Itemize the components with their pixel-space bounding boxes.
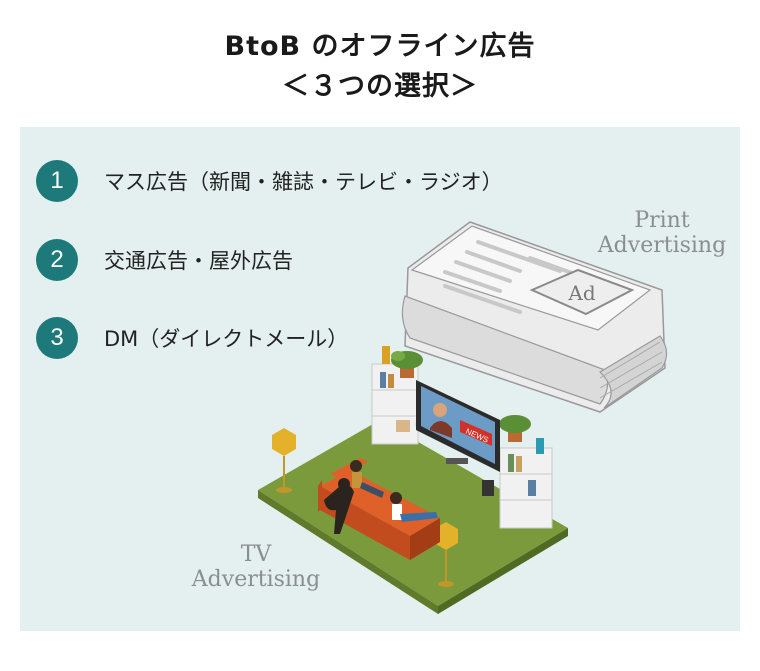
page-title: BtoB のオフライン広告 bbox=[224, 31, 536, 62]
list-item-label: マス広告（新聞・雑誌・テレビ・ラジオ） bbox=[104, 170, 503, 194]
dog-icon bbox=[324, 478, 354, 534]
number-badge: 2 bbox=[36, 239, 78, 281]
print-advertising-caption: Print Advertising bbox=[597, 208, 727, 258]
list-item-direct-mail: 3 DM（ダイレクトメール） bbox=[36, 316, 348, 360]
ad-label: Ad bbox=[567, 281, 595, 305]
list-item-transit-outdoor-ads: 2 交通広告・屋外広告 bbox=[36, 238, 293, 282]
number-badge: 1 bbox=[36, 160, 78, 202]
tv-icon: NEWS bbox=[416, 380, 500, 472]
newspaper-icon: Ad bbox=[401, 221, 668, 413]
plant-icon bbox=[382, 346, 544, 454]
list-item-mass-ads: 1 マス広告（新聞・雑誌・テレビ・ラジオ） bbox=[36, 159, 503, 203]
page-subtitle: ＜３つの選択＞ bbox=[282, 71, 478, 102]
list-item-label: DM（ダイレクトメール） bbox=[104, 327, 349, 351]
number-badge: 3 bbox=[36, 317, 78, 359]
people-icon bbox=[350, 460, 438, 522]
list-item-label: 交通広告・屋外広告 bbox=[104, 249, 293, 273]
tv-advertising-caption: TV Advertising bbox=[191, 542, 321, 592]
